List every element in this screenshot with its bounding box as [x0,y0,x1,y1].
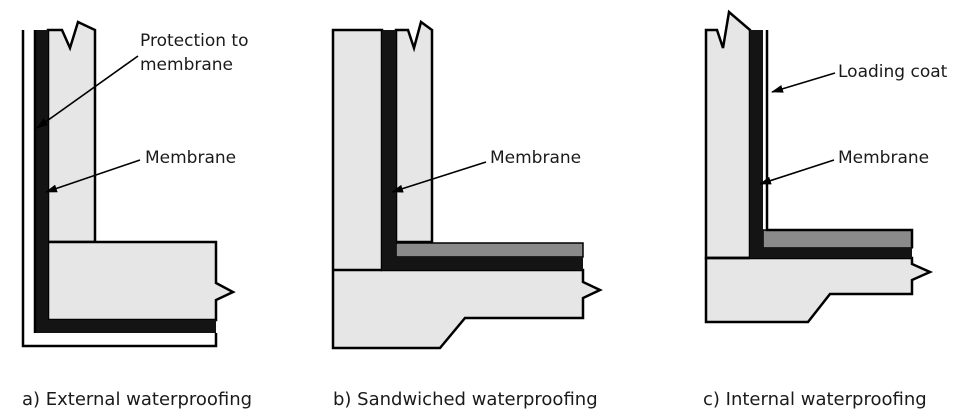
wall [704,9,752,260]
panel-external: Protection to membrane Membrane a) Exter… [21,20,252,410]
wall [46,20,97,244]
label-protection: Protection to [140,31,248,51]
label-membrane: Membrane [838,148,929,168]
label-membrane: Membrane [490,148,581,168]
caption: a) External waterproofing [22,389,252,410]
panel-internal: Loading coat Membrane c) Internal waterp… [703,9,948,410]
arrow-membrane [45,159,141,193]
protection-layer [21,30,218,348]
caption: b) Sandwiched waterproofing [333,389,598,410]
loading-coat [762,229,913,249]
slab [46,240,236,322]
label-protection-2: membrane [140,55,233,75]
outer-wall-base [331,28,603,350]
arrow-protection [36,55,139,129]
arrow-membrane [759,159,835,185]
panel-sandwiched: Membrane b) Sandwiched waterproofing [331,19,603,410]
caption: c) Internal waterproofing [703,389,927,410]
label-membrane: Membrane [145,148,236,168]
loading-coat-wall [765,30,914,248]
arrow-membrane [391,161,487,193]
label-loading-coat: Loading coat [838,62,948,82]
loading-coat [395,242,584,258]
inner-wall [394,19,434,244]
base-slab [704,256,934,324]
arrow-loading-coat [771,72,836,93]
